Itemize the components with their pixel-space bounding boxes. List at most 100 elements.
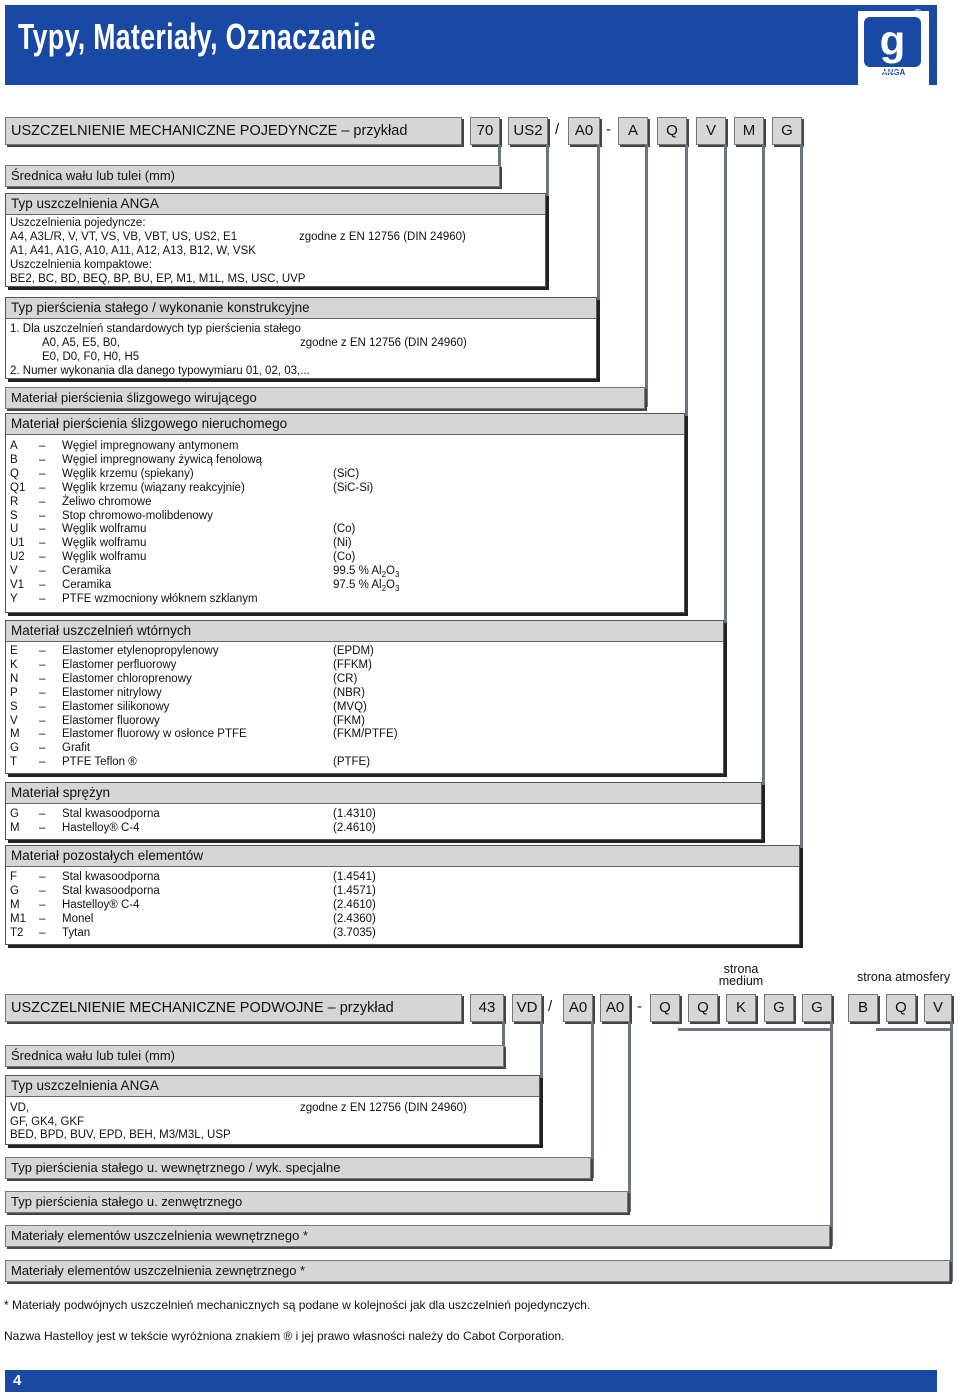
type-line: A1, A41, A1G, A10, A11, A12, A13, B12, W…	[10, 245, 256, 257]
double-seal-title: USZCZELNIENIE MECHANICZNE PODWOJNE – prz…	[11, 1000, 394, 1016]
connector	[724, 145, 727, 641]
material-code: M1	[10, 912, 26, 925]
dash: –	[39, 592, 46, 605]
dash: –	[39, 714, 46, 727]
material-code: S	[10, 509, 18, 522]
d-inner-seat-box: Typ pierścienia stałego u. wewnętrznego …	[5, 1157, 591, 1179]
material-code: T	[10, 756, 18, 769]
material-code: G	[10, 884, 19, 897]
iso-14001: ISO 14001	[862, 75, 901, 84]
dcode-m5: G	[802, 994, 832, 1022]
seat-line: 2. Numer wykonania dla danego typowymiar…	[10, 365, 310, 377]
material-code: U2	[10, 551, 25, 564]
registered-mark: ®	[914, 8, 922, 19]
dash: –	[39, 742, 46, 755]
footnote-hastelloy: Nazwa Hastelloy jest w tekście wyróżnion…	[4, 1329, 565, 1343]
material-designation: (2.4360)	[333, 912, 376, 925]
material-description: Stal kwasoodporna	[62, 871, 160, 883]
double-seal-title-box: USZCZELNIENIE MECHANICZNE PODWOJNE – prz…	[5, 994, 462, 1022]
seat-norm: zgodne z EN 12756 (DIN 24960)	[300, 337, 467, 349]
material-designation: (FKM/PTFE)	[333, 728, 398, 741]
dash: –	[39, 537, 46, 550]
material-designation: (Ni)	[333, 537, 352, 550]
material-code: M	[10, 728, 20, 741]
material-description: Żeliwo chromowe	[62, 495, 152, 508]
material-code: V	[10, 565, 18, 578]
dcode-m2: Q	[688, 994, 718, 1022]
page-footer-bar	[5, 1370, 937, 1392]
material-description: Elastomer fluorowy	[62, 714, 160, 727]
connector	[685, 145, 688, 435]
material-description: Hastelloy® C-4	[62, 821, 140, 834]
dcode-m1: Q	[650, 994, 680, 1022]
material-description: PTFE Teflon ®	[62, 756, 137, 769]
dash: –	[39, 871, 46, 883]
material-code: Y	[10, 592, 18, 605]
type-line: Uszczelnienia pojedyncze:	[10, 217, 146, 229]
dash: –	[39, 728, 46, 741]
type-line: Uszczelnienia kompaktowe:	[10, 259, 152, 271]
dash: –	[39, 658, 46, 671]
connector	[645, 145, 648, 407]
material-description: Ceramika	[62, 579, 112, 591]
material-designation: (2.4610)	[333, 821, 376, 834]
material-code: V1	[10, 579, 25, 591]
material-description: Węglik krzemu (wiązany reakcyjnie)	[62, 481, 245, 494]
connector	[502, 1022, 505, 1066]
material-description: Elastomer silikonowy	[62, 700, 170, 713]
type-line: BE2, BC, BD, BEQ, BP, BU, EP, M1, M1L, M…	[10, 273, 306, 285]
material-code: B	[10, 453, 18, 466]
dcode-diameter: 43	[470, 994, 504, 1022]
material-code: E	[10, 645, 18, 657]
stationary-face-section: Materiał pierścienia ślizgowego nierucho…	[5, 413, 685, 613]
material-description: Monel	[62, 912, 94, 925]
material-designation: (NBR)	[333, 686, 365, 699]
d-inner-mat-box: Materiały elementów uszczelnienia wewnęt…	[5, 1225, 830, 1247]
material-designation: (CR)	[333, 672, 358, 685]
code-seat: A0	[568, 117, 600, 145]
spring-heading: Materiał sprężyn	[6, 783, 761, 804]
material-description: PTFE wzmocniony włóknem szklanym	[62, 592, 258, 605]
material-description: Elastomer etylenopropylenowy	[62, 645, 219, 657]
material-code: V	[10, 714, 18, 727]
material-designation: (2.4610)	[333, 898, 376, 911]
material-description: Węgiel impregnowany żywicą fenolową	[62, 453, 263, 466]
material-description: Węglik wolframu	[62, 537, 147, 550]
material-description: Węglik krzemu (spiekany)	[62, 467, 194, 480]
connector	[540, 1022, 543, 1096]
material-code: M	[10, 821, 20, 834]
type-line: A4, A3L/R, V, VT, VS, VB, VBT, US, US2, …	[10, 231, 238, 243]
shaft-diameter-box: Średnica wału lub tulei (mm)	[5, 165, 500, 187]
dcode-a3: V	[924, 994, 952, 1022]
material-description: Tytan	[62, 926, 91, 939]
material-designation: (Co)	[333, 523, 356, 536]
dash: –	[39, 756, 46, 769]
material-code: U	[10, 523, 19, 536]
dash: –	[39, 551, 46, 564]
dash: –	[39, 700, 46, 713]
dash: –	[39, 808, 46, 820]
page-number: 4	[13, 1372, 22, 1389]
connector	[800, 145, 803, 865]
material-description: Węgiel impregnowany antymonem	[62, 440, 239, 452]
material-designation: (FKM)	[333, 714, 365, 727]
dash: –	[39, 440, 46, 452]
material-designation: (1.4541)	[333, 871, 376, 883]
rotating-face-heading: Materiał pierścienia ślizgowego wirujące…	[11, 390, 257, 405]
code-spring: M	[734, 117, 764, 145]
type-norm: zgodne z EN 12756 (DIN 24960)	[299, 231, 466, 243]
material-designation: (Co)	[333, 551, 356, 564]
dcode-outer-seat: A0	[600, 994, 630, 1022]
material-code: F	[10, 871, 18, 883]
rotating-face-box: Materiał pierścienia ślizgowego wirujące…	[5, 387, 645, 409]
material-designation: (SiC-Si)	[333, 481, 374, 494]
connector	[546, 145, 549, 215]
dash: –	[39, 926, 46, 939]
dash: –	[39, 523, 46, 536]
material-designation: (EPDM)	[333, 645, 374, 657]
material-code: N	[10, 672, 19, 685]
d-shaft-box: Średnica wału lub tulei (mm)	[5, 1045, 504, 1067]
d-shaft-label: Średnica wału lub tulei (mm)	[11, 1048, 176, 1063]
dash: –	[39, 565, 46, 578]
type-heading: Typ uszczelnienia ANGA	[6, 194, 545, 215]
